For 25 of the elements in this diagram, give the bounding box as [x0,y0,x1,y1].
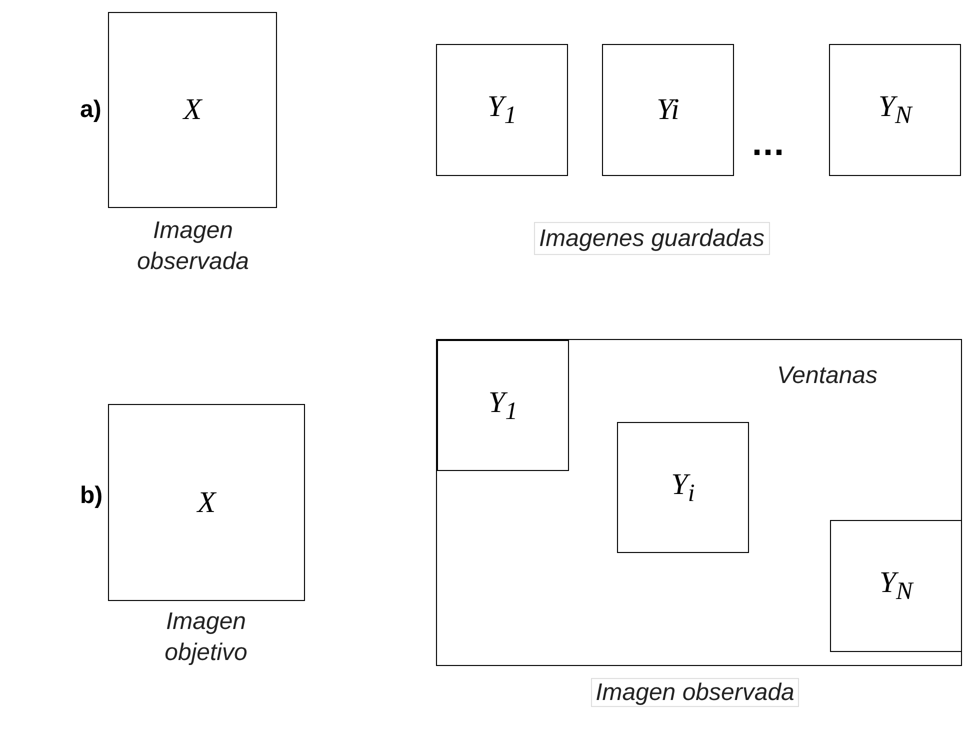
panel-label: a) [80,96,102,124]
panel-label: b) [80,482,103,510]
node-label: Imagen observada [590,678,800,707]
image-box [602,44,734,176]
variable-label: X [197,486,216,520]
image-box [108,404,305,601]
variable-label: Y$_{N}$ [878,90,912,130]
variable-label: X [183,93,202,127]
image-box [617,422,749,553]
image-box [437,340,569,471]
image-box [108,12,277,208]
variable-label: Y$_{1}$ [487,90,517,130]
variable-label: Y$_{N}$ [879,566,913,606]
caption: Imagenes guardadas [534,222,770,255]
variable-label: Y$_{i}$ [671,468,695,508]
image-box [436,44,568,176]
image-box [829,44,961,176]
node-label: Imagen objetivo [164,608,248,666]
region-label: Ventanas [777,362,878,390]
image-box [830,520,962,652]
variable-label: Yi [656,93,680,127]
window-frame [436,339,962,666]
ellipsis: ... [752,122,786,164]
variable-label: Y$_{1}$ [488,386,518,426]
node-label: Imagen observada [136,217,250,275]
